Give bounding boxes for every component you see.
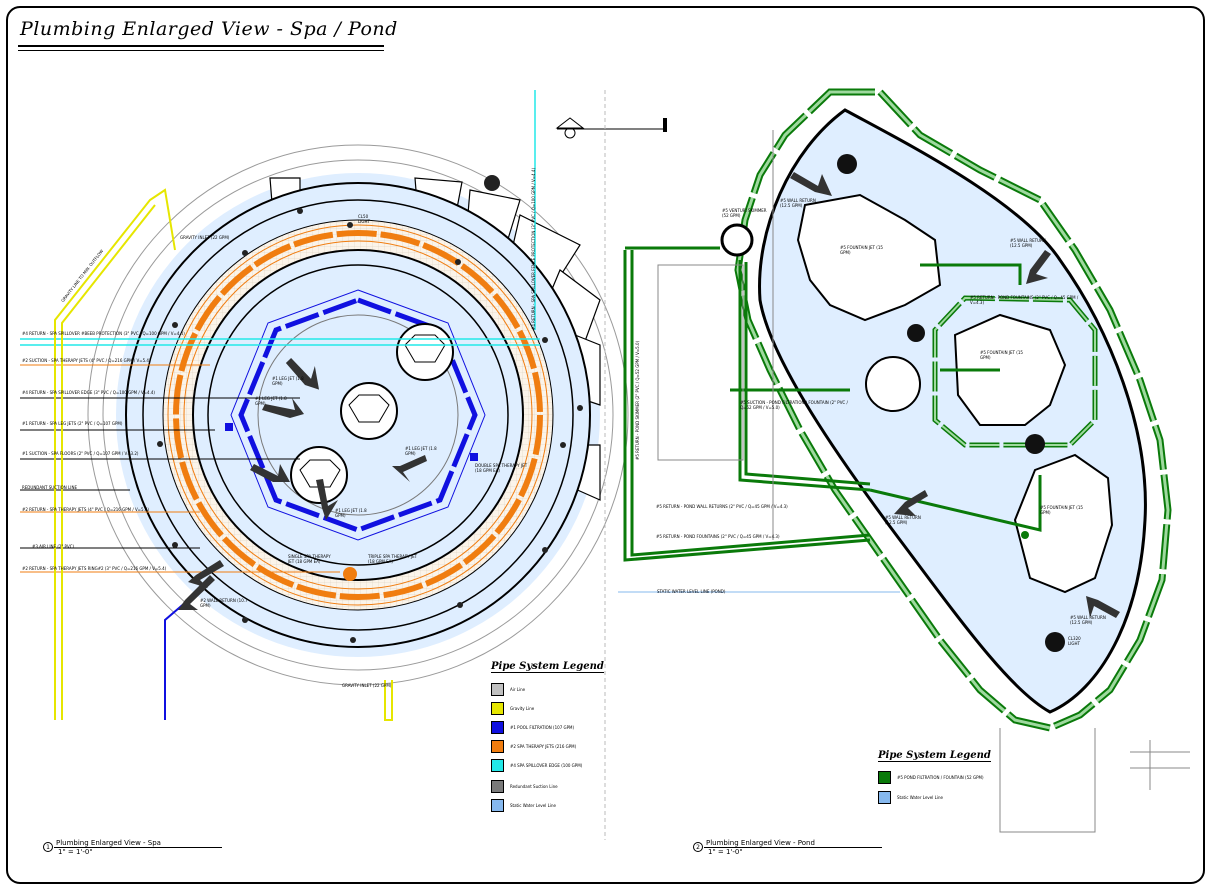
callout-therapy-suction: #2 SUCTION - SPA THERAPY JETS (4" PVC / … [22,358,151,363]
legend-swatch [878,791,891,804]
callout-fountain-jet-b: #5 FOUNTAIN JET (15 GPM) [980,350,1023,360]
pond-plan [618,88,1190,833]
legend-swatch [491,759,504,772]
spa-legend-item: Static Water Level Line [491,799,556,812]
callout-single-jet: SINGLE SPA THERAPY JET (18 GPM EA) [288,554,331,564]
callout-fountain-jet-c: #5 FOUNTAIN JET (15 GPM) [1040,505,1083,515]
callout-triple-jet: TRIPLE SPA THERAPY JET (18 GPM EA) [368,554,418,564]
callout-pond-light: CL320 LIGHT [1068,636,1081,646]
callout-leg-jets: #1 RETURN - SPA LEG JETS (2" PVC / Q=107… [22,421,123,426]
callout-skimmer-line: #5 RETURN - POND SKIMMER (2" PVC / Q=52 … [635,340,640,460]
spa-legend-item: Air Line [491,683,525,696]
callout-therapy-return: #2 RETURN - SPA THERAPY JETS (4" PVC / Q… [22,507,149,512]
pond-view-title-rule [704,847,882,848]
pond-lights [837,154,1065,652]
pond-flow-arrows [790,172,1120,618]
legend-swatch [491,721,504,734]
callout-air: #3 AIR LINE (2" PVC) [32,544,75,549]
spillover-lines [20,90,540,346]
drawing-title: Plumbing Enlarged View - Spa / Pond [20,18,398,40]
legend-swatch [491,799,504,812]
callout-wall-returns: #5 RETURN - POND WALL RETURNS (2" PVC / … [656,504,788,509]
pond-legend-item: #5 POND FILTRATION / FOUNTAIN (52 GPM) [878,771,984,784]
callout-leg-jet-a: #1 LEG JET (1.8 GPM) [272,376,304,386]
legend-label: Air Line [510,687,526,692]
spa-plan [20,90,667,840]
callout-spillover-edge: #4 RETURN - SPA SPILLOVER EDGE (3" PVC /… [22,390,155,395]
pond-piping [623,246,1042,562]
callout-venturi: #5 VENTURI SKIMMER (52 GPM) [722,208,767,218]
legend-swatch [491,683,504,696]
callout-leg-jet-b: #1 LEG JET (1.8 GPM) [255,396,287,406]
legend-label: Redundant Suction Line [510,784,558,789]
callout-spa-light: CL50 LIGHT [358,214,370,224]
callout-pond-wall-return-c: #5 WALL RETURN (12.5 GPM) [885,515,921,525]
spa-jet-tubs [290,323,454,504]
callout-therapy-return-2: #2 RETURN - SPA THERAPY JETS RING#2 (3" … [22,566,167,571]
legend-label: Static Water Level Line [897,795,943,800]
legend-label: #1 POOL FILTRATION (107 GPM) [510,725,575,730]
callout-redundant: REDUNDANT SUCTION LINE [22,485,77,490]
callout-pond-wall-return-b: #5 WALL RETURN (12.5 GPM) [1010,238,1046,248]
spa-view-title-rule [54,847,222,848]
pond-island-2 [953,313,1067,426]
legend-swatch [878,771,891,784]
pond-legend-item: Static Water Level Line [878,791,943,804]
callout-leg-jet-d: #1 LEG JET (1.8 GPM) [405,446,437,456]
legend-swatch [491,740,504,753]
legend-label: Gravity Line [510,706,535,711]
spa-legend-title: Pipe System Legend [491,661,604,673]
callout-leg-jet-c: #1 LEG JET (1.8 GPM) [335,508,367,518]
spa-view-number: 1 [43,842,53,852]
legend-label: #4 SPA SPILLOVER EDGE (100 GPM) [510,763,583,768]
callout-fence: #4 RETURN - SPA SPILLOVER FENCE PROTECTI… [531,167,536,330]
callout-wall-return: #2 WALL RETURN (10.7 GPM) [200,598,248,608]
pond-view-number: 2 [693,842,703,852]
callout-fountain-jet-a: #5 FOUNTAIN JET (15 GPM) [840,245,883,255]
callout-static-level: STATIC WATER LEVEL LINE (POND) [657,589,726,594]
spa-lights [157,175,583,643]
callout-spillover: #4 RETURN - SPA SPILLOVER #BEEB PROTECTI… [22,331,185,336]
spa-view-scale: 1" = 1'-0" [58,848,93,856]
callout-gravity-inlet: GRAVITY INLET (22 GPM) [180,235,230,240]
legend-label: #2 SPA THERAPY JETS (216 GPM) [510,744,577,749]
callout-fountain-return: #5 RETURN - POND FOUNTAINS (2" PVC / Q=4… [970,295,1079,305]
callout-pond-suction: #5 SUCTION - POND FILTRATION / FOUNTAIN … [740,400,848,410]
pond-view-title: Plumbing Enlarged View - Pond [706,839,815,847]
gravity-line [54,188,393,721]
spa-legend-item: #2 SPA THERAPY JETS (216 GPM) [491,740,576,753]
north-arrow-icon [555,117,667,139]
spa-legend-item: #1 POOL FILTRATION (107 GPM) [491,721,574,734]
callout-floor-suction: #1 SUCTION - SPA FLOORS (2" PVC / Q=107 … [22,451,139,456]
legend-swatch [491,702,504,715]
callout-double-jet: DOUBLE SPA THERAPY JET (18 GPM EA) [475,463,528,473]
legend-label: #5 POND FILTRATION / FOUNTAIN (52 GPM) [897,775,984,780]
callout-pond-wall-return-d: #5 WALL RETURN (12.5 GPM) [1070,615,1106,625]
legend-swatch [491,780,504,793]
pond-island-1 [796,193,942,322]
title-underline [18,45,384,47]
spa-legend-item: Redundant Suction Line [491,780,558,793]
spa-view-title: Plumbing Enlarged View - Spa [56,839,161,847]
legend-label: Static Water Level Line [510,803,556,808]
callout-gravity-inlet-2: GRAVITY INLET (22 GPM) [342,683,392,688]
title-underline-thin [18,50,384,51]
pond-legend-title: Pipe System Legend [878,750,991,762]
spa-legend-item: #4 SPA SPILLOVER EDGE (100 GPM) [491,759,582,772]
spa-flow-arrows [178,358,427,610]
callout-fountains-main: #5 RETURN - POND FOUNTAINS (2" PVC / Q=4… [656,534,780,539]
spa-legend-item: Gravity Line [491,702,534,715]
pond-view-scale: 1" = 1'-0" [708,848,743,856]
callout-pond-wall-return-a: #5 WALL RETURN (12.5 GPM) [780,198,816,208]
